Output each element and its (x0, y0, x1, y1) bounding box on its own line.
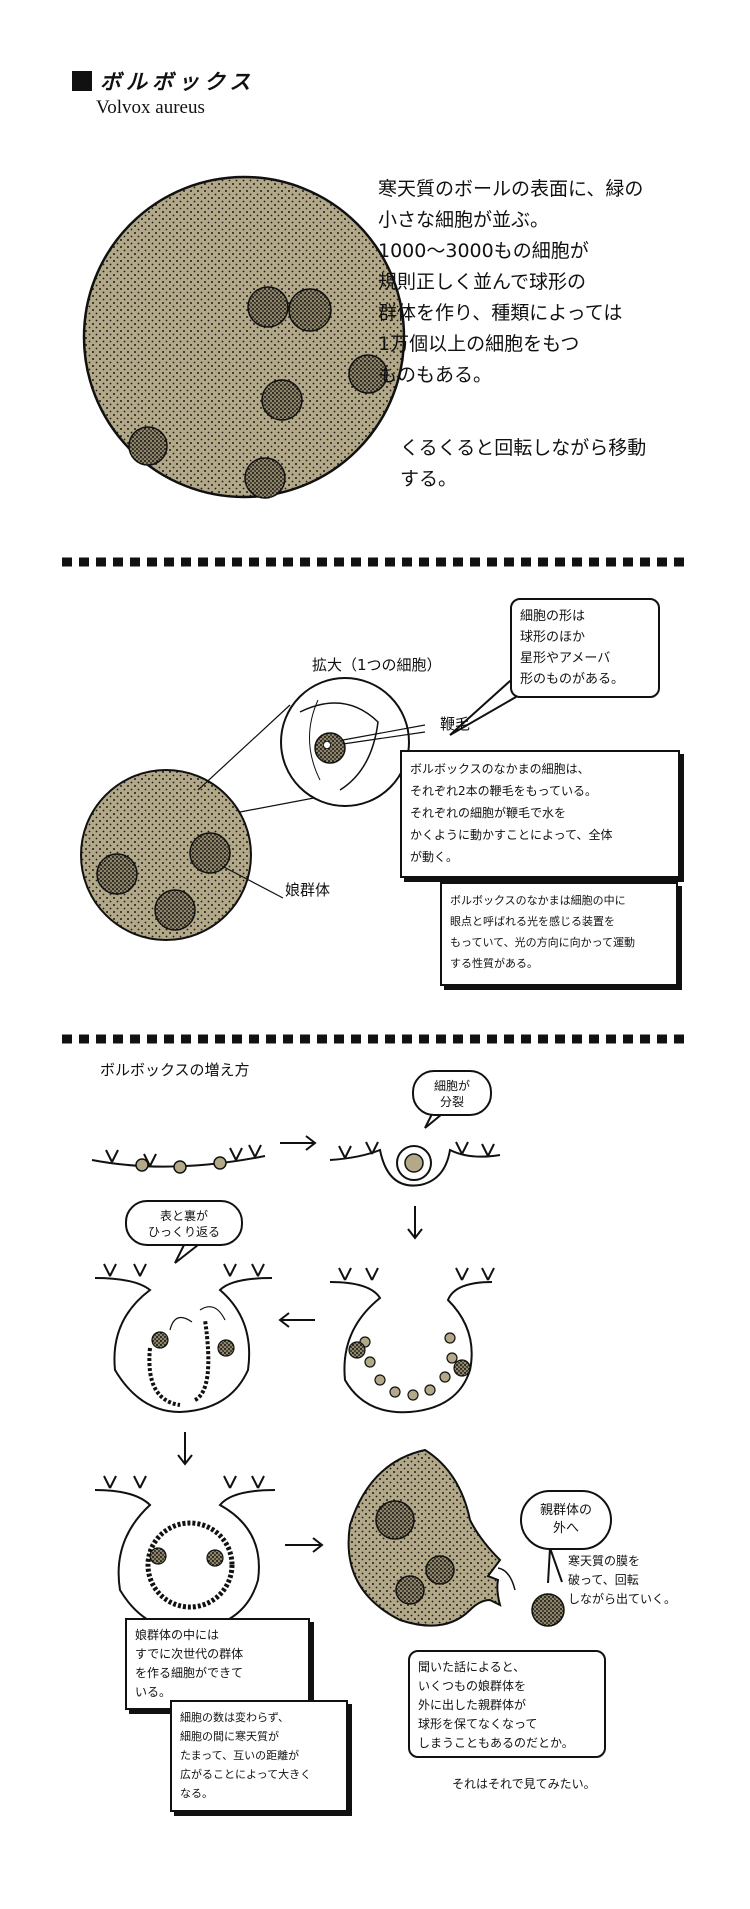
colony-releasing-daughter (347, 1448, 565, 1627)
note-flagella-text: ボルボックスのなかまの細胞は、 それぞれ2本の鞭毛をもっている。 それぞれの細胞… (410, 762, 613, 864)
footer-comment: それはそれで見てみたい。 (452, 1777, 596, 1791)
note-flagella: ボルボックスのなかまの細胞は、 それぞれ2本の鞭毛をもっている。 それぞれの細胞… (400, 750, 680, 878)
title-square-icon (72, 71, 92, 91)
label-break-membrane: 寒天質の膜を 破って、回転 しながら出ていく。 (568, 1554, 677, 1606)
bubble-flip: 表と裏が ひっくり返る (125, 1200, 243, 1246)
note-heard-story-text: 聞いた話によると、 いくつもの娘群体を 外に出した親群体が 球形を保てなくなって… (418, 1660, 574, 1750)
bubble-divide: 細胞が 分裂 (412, 1070, 492, 1116)
reproduction-heading: ボルボックスの増え方 (100, 1061, 250, 1079)
note-eyespot: ボルボックスのなかまは細胞の中に 眼点と呼ばれる光を感じる装置を もっていて、光… (440, 882, 678, 986)
note-next-generation: 娘群体の中には すでに次世代の群体 を作る細胞ができて いる。 (125, 1618, 310, 1710)
bubble-divide-text: 細胞が 分裂 (433, 1079, 470, 1109)
daughter-colony (288, 288, 332, 332)
label-daughter-colony: 娘群体 (285, 881, 331, 899)
rotation-text: くるくると回転しながら移動 する。 (400, 437, 647, 490)
volvox-colony-medium (80, 704, 357, 941)
volvox-colony-large (82, 175, 406, 499)
bubble-exit: 親群体の 外へ (520, 1490, 612, 1550)
note-cell-shape: 細胞の形は 球形のほか 星形やアメーバ 形のものがある。 (510, 598, 660, 698)
description-text: 寒天質のボールの表面に、緑の 小さな細胞が並ぶ。 1000〜3000もの細胞が … (378, 178, 644, 386)
daughter-colony (128, 426, 168, 466)
note-cell-shape-text: 細胞の形は 球形のほか 星形やアメーバ 形のものがある。 (520, 609, 625, 687)
bubble-exit-text: 親群体の 外へ (539, 1503, 592, 1536)
note-next-generation-text: 娘群体の中には すでに次世代の群体 を作る細胞ができて いる。 (135, 1628, 244, 1699)
label-enlarge: 拡大（1つの細胞） (312, 656, 442, 674)
released-daughter (531, 1593, 565, 1627)
label-flagella: 鞭毛 (440, 715, 471, 733)
daughter-colony (261, 379, 303, 421)
note-eyespot-text: ボルボックスのなかまは細胞の中に 眼点と呼ばれる光を感じる装置を もっていて、光… (450, 894, 636, 970)
daughter-colony (244, 457, 286, 499)
speech-bubble-tail (547, 1547, 563, 1584)
bubble-flip-text: 表と裏が ひっくり返る (147, 1209, 220, 1239)
note-heard-story: 聞いた話によると、 いくつもの娘群体を 外に出した親群体が 球形を保てなくなって… (408, 1650, 606, 1758)
daughter-colony (348, 354, 388, 394)
note-growth-text: 細胞の数は変わらず、 細胞の間に寒天質が たまって、互いの距離が 広がることによ… (180, 1711, 312, 1800)
note-growth: 細胞の数は変わらず、 細胞の間に寒天質が たまって、互いの距離が 広がることによ… (170, 1700, 348, 1812)
page-title: ボルボックス (72, 66, 255, 96)
title-japanese: ボルボックス (100, 69, 256, 94)
enlarged-cell (280, 677, 426, 807)
title-latin: Volvox aureus (96, 97, 205, 118)
daughter-colony (247, 286, 289, 328)
